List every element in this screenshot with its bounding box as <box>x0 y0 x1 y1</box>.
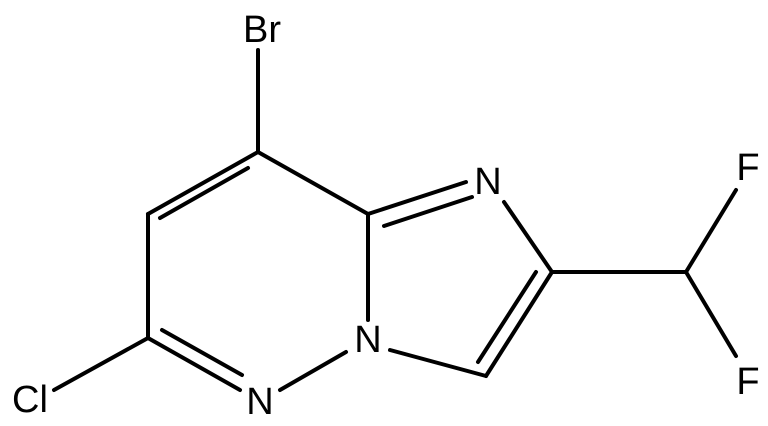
bond-n5-n4 <box>278 350 348 392</box>
bond-chf2-f-bottom <box>684 270 738 358</box>
atom-label-n-ring: N <box>246 381 273 423</box>
bond-c8a-c8 <box>256 150 370 216</box>
bond-c8-c7 <box>146 150 260 216</box>
bond-c2-c3-inner <box>476 270 538 364</box>
bond-c6-n5-inner <box>160 328 244 377</box>
atom-label-layer: Br Cl N N N F F <box>12 9 760 423</box>
bond-c8a-n1-inner <box>382 195 474 228</box>
atom-label-n-bridge: N <box>354 319 381 361</box>
bond-c2-c3 <box>484 270 554 378</box>
bond-layer <box>52 48 738 392</box>
bond-c3-n4 <box>388 348 488 378</box>
atom-label-f-top: F <box>736 147 759 189</box>
bond-c6-cl <box>52 336 150 392</box>
atom-label-cl: Cl <box>12 379 48 421</box>
bond-c6-n5 <box>146 336 242 392</box>
bond-n1-c2 <box>502 200 554 274</box>
atom-label-n-imine: N <box>474 161 501 203</box>
bond-c8a-n1 <box>366 180 468 216</box>
atom-label-f-bottom: F <box>736 361 759 403</box>
bond-chf2-f-top <box>684 188 738 274</box>
bond-c8-c7-inner <box>158 166 250 220</box>
atom-label-br: Br <box>243 9 281 51</box>
